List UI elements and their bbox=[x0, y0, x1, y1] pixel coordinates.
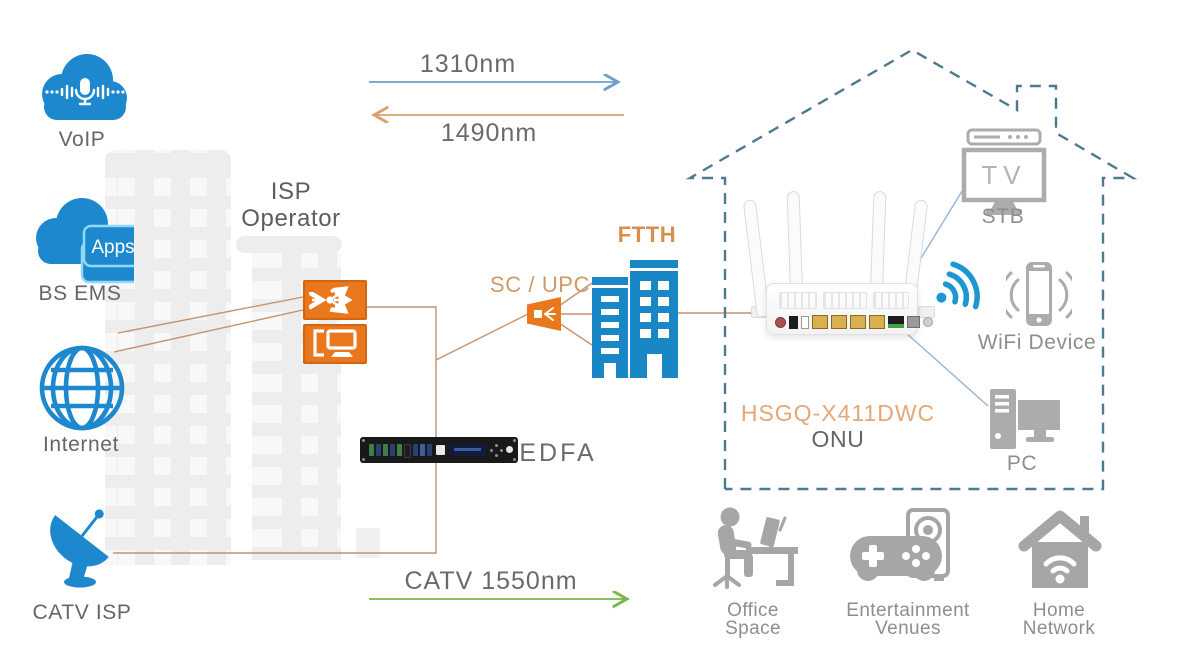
entertainment-venues-icon bbox=[850, 508, 950, 581]
router-ports bbox=[775, 315, 933, 329]
bs-ems-label: BS EMS bbox=[38, 282, 122, 305]
bs-ems-cloud-icon: Apps bbox=[36, 198, 134, 284]
fiber-links bbox=[113, 282, 756, 554]
ftth-label: FTTH bbox=[617, 222, 677, 247]
background-building-roofbar bbox=[236, 236, 342, 253]
edfa-device bbox=[360, 437, 518, 463]
catv-isp-label: CATV ISP bbox=[32, 601, 132, 624]
edfa-label: EDFA bbox=[519, 439, 597, 467]
background-building-left bbox=[105, 150, 231, 565]
pc-label: PC bbox=[1006, 452, 1038, 475]
onu-router bbox=[766, 283, 933, 335]
isp-operator-label: ISP Operator bbox=[241, 178, 341, 232]
pc-icon bbox=[990, 389, 1060, 449]
internet-label: Internet bbox=[42, 433, 120, 456]
upstream-label: 1490nm bbox=[440, 119, 538, 147]
tv-screen-text: TV bbox=[981, 160, 1026, 190]
catv-dish-icon bbox=[50, 509, 109, 588]
stb-tv-icon: TV bbox=[961, 128, 1047, 215]
office-space-label: Office Space bbox=[725, 600, 781, 639]
olt-terminal-icon bbox=[303, 324, 367, 364]
voip-label: VoIP bbox=[58, 128, 106, 151]
wifi-device-label: WiFi Device bbox=[977, 331, 1097, 354]
catv-wavelength-label: CATV 1550nm bbox=[404, 567, 578, 595]
internet-globe-icon bbox=[39, 345, 125, 431]
home-network-icon bbox=[1018, 510, 1102, 588]
house-outline bbox=[685, 48, 1138, 491]
entertainment-venues-label: Entertainment Venues bbox=[846, 600, 970, 639]
sc-upc-label: SC / UPC bbox=[489, 272, 591, 297]
voip-cloud-icon bbox=[42, 54, 127, 120]
wifi-device-phone-icon bbox=[1006, 262, 1072, 326]
ftth-buildings-icon bbox=[592, 260, 678, 378]
home-links bbox=[904, 182, 989, 407]
apps-badge: Apps bbox=[91, 237, 134, 258]
office-space-icon bbox=[713, 507, 798, 589]
home-network-label: Home Network bbox=[1022, 600, 1096, 639]
onu-model-label: HSGQ-X411DWC bbox=[740, 400, 936, 426]
edfa-ports bbox=[369, 444, 432, 458]
wifi-signal-icon bbox=[936, 261, 980, 310]
onu-name-label: ONU bbox=[811, 426, 865, 452]
edfa-rj45-port bbox=[436, 445, 445, 455]
stb-label: STB bbox=[981, 205, 1025, 228]
downstream-label: 1310nm bbox=[419, 50, 517, 78]
olt-splitter-icon bbox=[303, 280, 367, 320]
edfa-display bbox=[450, 444, 486, 456]
